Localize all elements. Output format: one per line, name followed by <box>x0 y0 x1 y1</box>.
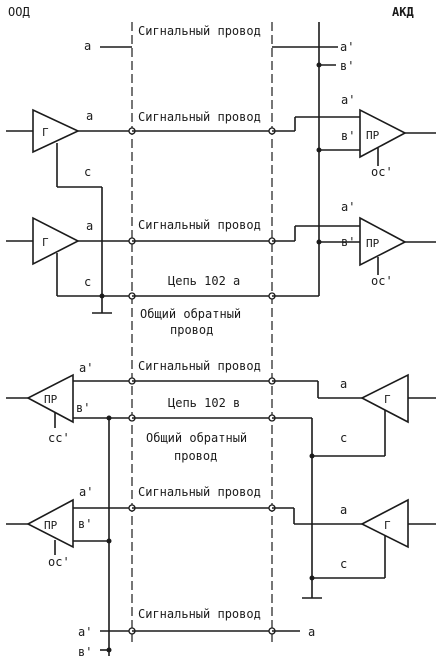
signal-line-2: Г а Сигнальный провод а' в' ПР ос' с <box>6 93 436 296</box>
label-c: с <box>340 431 347 445</box>
label-oc-prime: ос' <box>48 555 70 569</box>
receiver-4-label: ПР <box>44 519 58 532</box>
dce-header: АКД <box>392 5 414 19</box>
label-a: а <box>308 625 315 639</box>
label-a-prime: а' <box>78 625 92 639</box>
common-return-label-2: провод <box>170 323 213 337</box>
common-return-label-1: Общий обратный <box>140 307 241 321</box>
label-a: а <box>86 109 93 123</box>
signal-wire-label: Сигнальный провод <box>138 218 261 232</box>
generator-4-label: Г <box>384 519 391 532</box>
label-cc-prime: сс' <box>48 431 70 445</box>
label-a: а <box>340 377 347 391</box>
label-b-prime: в' <box>76 401 90 415</box>
receiver-2 <box>359 216 407 267</box>
label-c: с <box>84 275 91 289</box>
signal-line-4: ПР сс' а' Сигнальный провод а Г с в' Цеп… <box>6 359 436 598</box>
label-a-prime: а' <box>341 200 355 214</box>
receiver-2-label: ПР <box>366 237 380 250</box>
signal-line-5: ПР ос' а' Сигнальный провод а Г с в' <box>6 485 436 599</box>
signal-line-3: Г а Сигнальный провод а' в' ПР ос' с <box>6 200 436 296</box>
generator-3-label: Г <box>384 393 391 406</box>
label-a-prime: а' <box>79 361 93 375</box>
label-b-prime: в' <box>341 129 355 143</box>
receiver-4 <box>26 498 74 549</box>
signal-wire-label: Сигнальный провод <box>138 110 261 124</box>
signal-wire-label: Сигнальный провод <box>138 24 261 38</box>
label-oc-prime: ос' <box>371 165 393 179</box>
label-a: а <box>340 503 347 517</box>
label-c: с <box>84 165 91 179</box>
label-b-prime: в' <box>340 59 354 73</box>
generator-1 <box>32 108 80 154</box>
label-a: а <box>84 39 91 53</box>
common-return-label-2: провод <box>174 449 217 463</box>
label-b-prime: в' <box>341 235 355 249</box>
dte-header: ООД <box>8 5 30 19</box>
signal-wire-label: Сигнальный провод <box>138 607 261 621</box>
label-a-prime: а' <box>341 93 355 107</box>
circuit-102a: Цепь 102 а Общий обратный провод <box>57 242 320 337</box>
label-oc-prime: ос' <box>371 274 393 288</box>
label-a-prime: а' <box>79 485 93 499</box>
label-b-prime: в' <box>78 645 92 659</box>
circuit-102a-label: Цепь 102 а <box>168 274 240 288</box>
signal-line-1: а Сигнальный провод а' в' <box>84 24 354 73</box>
label-a: а <box>86 219 93 233</box>
label-c: с <box>340 557 347 571</box>
generator-1-label: Г <box>42 126 49 139</box>
label-a-prime: а' <box>340 40 354 54</box>
receiver-3 <box>26 373 74 424</box>
signal-wire-label: Сигнальный провод <box>138 485 261 499</box>
signal-wire-label: Сигнальный провод <box>138 359 261 373</box>
receiver-1 <box>359 108 407 159</box>
receiver-3-label: ПР <box>44 393 58 406</box>
circuit-102b-label: Цепь 102 в <box>168 396 240 410</box>
common-return-label-1: Общий обратный <box>146 431 247 445</box>
signal-line-6: Сигнальный провод а' а в' <box>78 607 315 659</box>
receiver-1-label: ПР <box>366 129 380 142</box>
label-b-prime: в' <box>78 517 92 531</box>
generator-2-label: Г <box>42 236 49 249</box>
generator-2 <box>32 216 80 266</box>
